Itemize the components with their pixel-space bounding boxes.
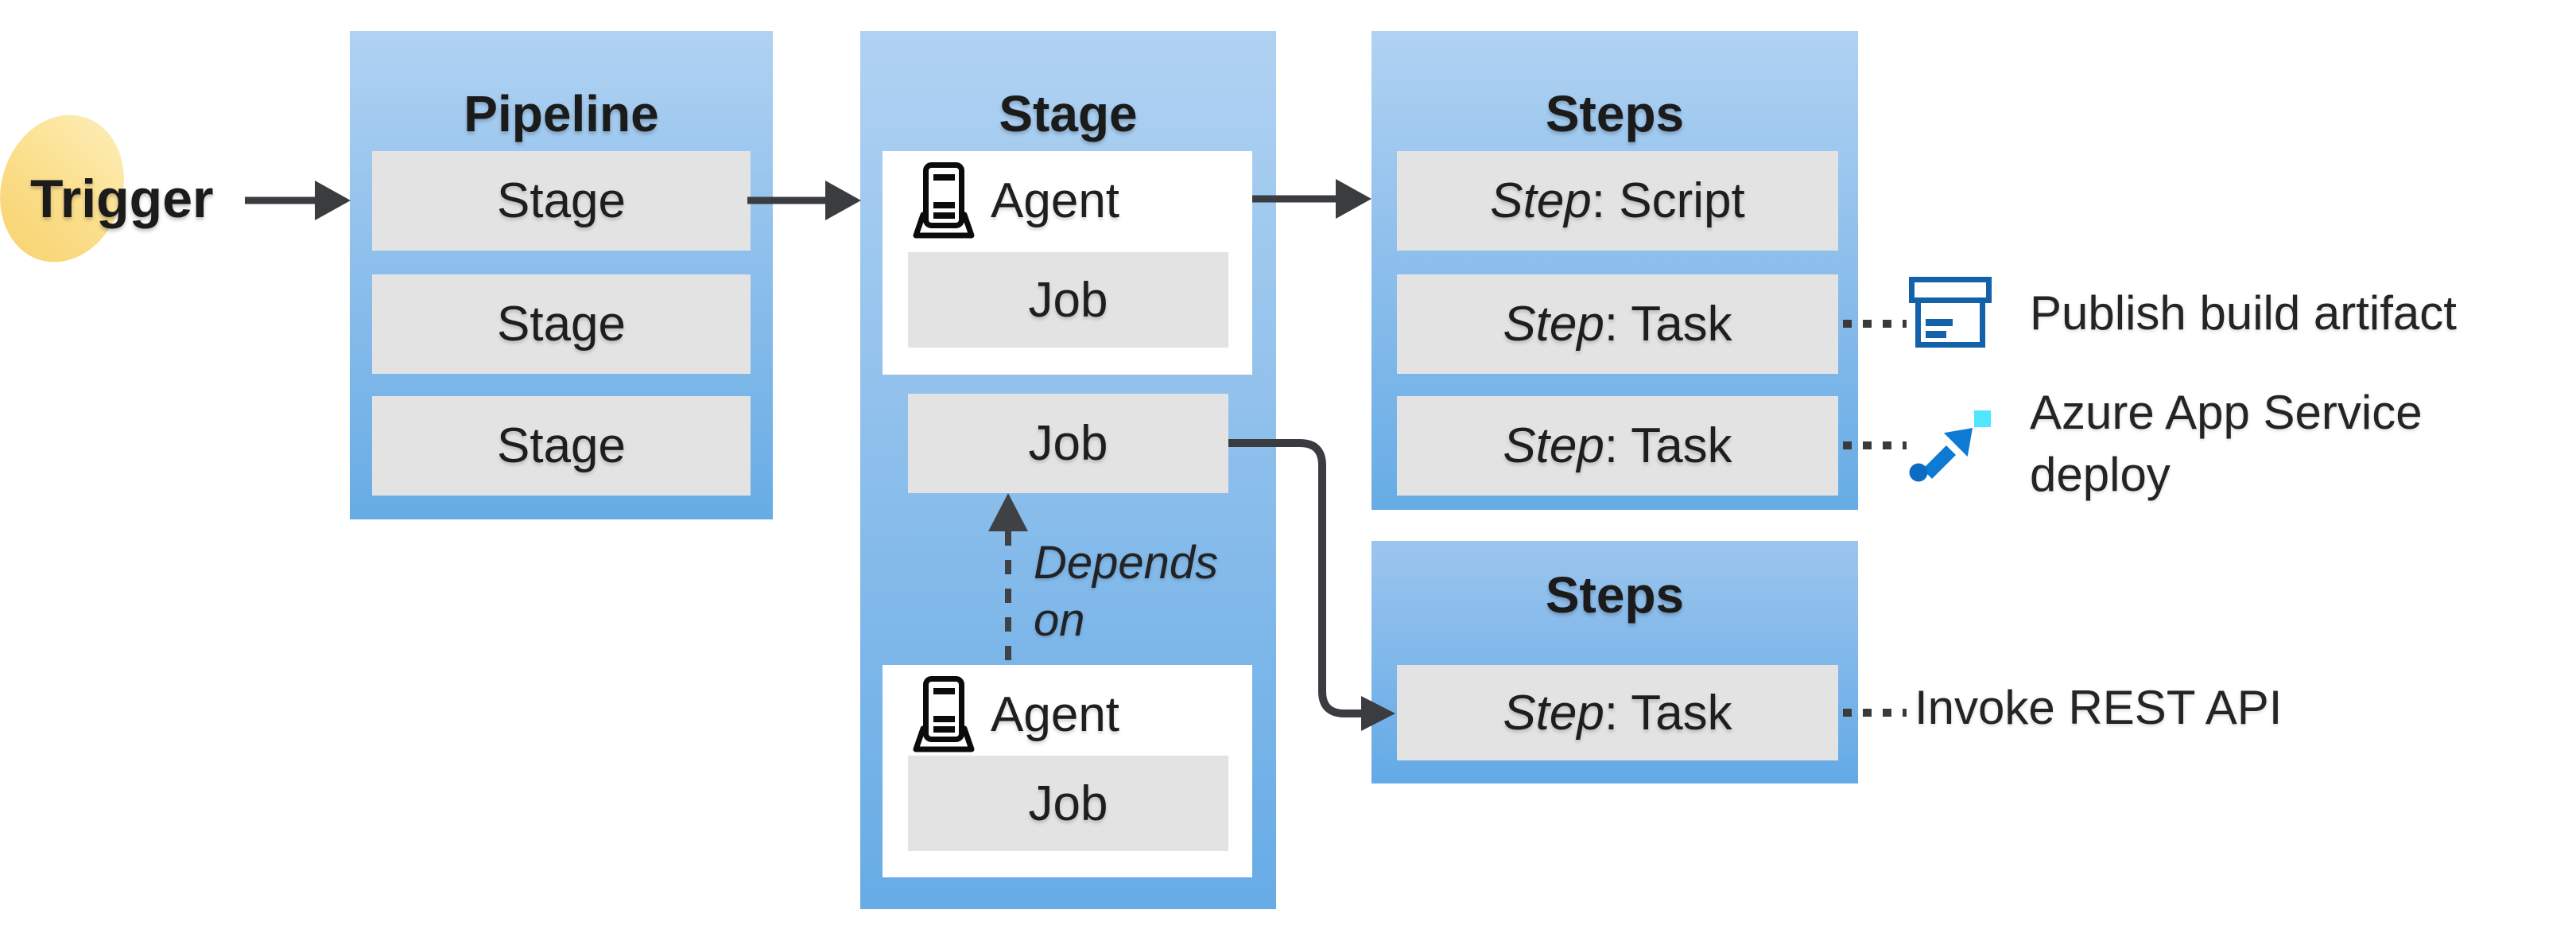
step-kind-label: Step: [1490, 173, 1592, 228]
pipeline-stage-row: Stage: [372, 396, 751, 496]
step-kind-label: Step: [1503, 297, 1604, 352]
agent-label: Agent: [991, 173, 1120, 228]
step-row: Step: Task: [1397, 665, 1838, 760]
job-row-label: Job: [1028, 272, 1108, 328]
stage-row-label: Stage: [496, 297, 627, 352]
stage-container: Stage Agent Job Job: [860, 31, 1276, 909]
stage-row-label: Stage: [496, 418, 627, 473]
agent-card-bottom: Agent Job: [883, 665, 1252, 877]
depends-on-label: Depends on: [1034, 537, 1219, 646]
steps-title: Steps: [1545, 85, 1685, 142]
pipeline-title: Pipeline: [464, 85, 659, 142]
step-row: Step: Script: [1397, 151, 1838, 251]
steps-container-top: Steps Step: Script Step: Task Step: Task: [1371, 31, 1858, 510]
annotation-publish-build-artifact: Publish build artifact: [2030, 286, 2457, 340]
step-kind-label: Step: [1503, 418, 1604, 473]
steps-container-bottom: Steps Step: Task: [1371, 541, 1858, 783]
steps-title: Steps: [1545, 566, 1685, 624]
agent-card-top: Agent Job: [883, 151, 1252, 375]
step-value-label: : Script: [1591, 173, 1745, 228]
pipeline-container: Pipeline Stage Stage Stage: [350, 31, 773, 519]
independent-job-row: Job: [908, 394, 1228, 493]
step-row: Step: Task: [1397, 274, 1838, 374]
job-row-label: Job: [1028, 416, 1108, 471]
step-kind-label: Step: [1503, 685, 1604, 741]
step-value-label: : Task: [1604, 297, 1732, 352]
job-row: Job: [908, 756, 1228, 851]
stage-row-label: Stage: [496, 173, 627, 228]
annotation-azure-app-service-deploy: Azure App Service deploy: [2030, 386, 2423, 501]
stage-title: Stage: [999, 85, 1138, 142]
job-row-label: Job: [1028, 776, 1108, 831]
pipeline-stage-row: Stage: [372, 274, 751, 374]
trigger-label: Trigger: [30, 169, 214, 229]
agent-icon: [913, 162, 975, 239]
job-row: Job: [908, 252, 1228, 348]
step-row: Step: Task: [1397, 396, 1838, 496]
publish-build-artifact-icon: [1909, 277, 1992, 348]
trigger-to-pipeline-arrow: [245, 181, 351, 220]
pipeline-stage-row: Stage: [372, 151, 751, 251]
step-value-label: : Task: [1604, 418, 1732, 473]
azure-app-service-deploy-icon: [1909, 410, 1991, 482]
annotation-invoke-rest-api: Invoke REST API: [1915, 681, 2283, 734]
agent-icon: [913, 676, 975, 752]
agent-label: Agent: [991, 687, 1120, 742]
step-value-label: : Task: [1604, 685, 1732, 741]
